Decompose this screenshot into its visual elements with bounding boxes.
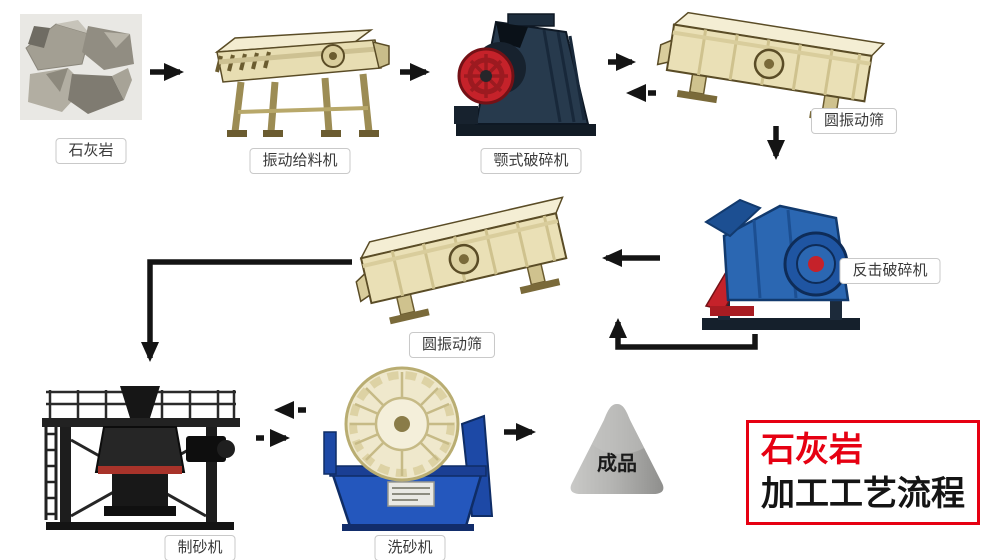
label-screen-mid: 圆振动筛 [408,332,496,358]
label-jaw-crusher: 颚式破碎机 [480,148,582,174]
product-label: 成品 [597,453,637,476]
circular-vibrating-screen-mid [343,183,586,336]
circular-vibrating-screen-top-image [656,11,886,125]
label-sand-washer: 洗砂机 [374,535,446,560]
label-limestone: 石灰岩 [55,138,127,164]
sand-making-machine-image [42,386,240,530]
title-process: 加工工艺流程 [761,474,965,513]
vibrating-feeder [205,16,395,144]
diagram-title-block: 石灰岩 加工工艺流程 [746,420,980,526]
vibrating-feeder-image [214,29,390,137]
sand-washing-machine-image [323,366,494,531]
label-vibrating-feeder: 振动给料机 [249,148,351,174]
label-screen-top: 圆振动筛 [810,108,898,134]
label-sand-maker: 制砂机 [164,535,236,560]
limestone-rocks-image [20,14,142,120]
impact-crusher [688,178,873,336]
circular-vibrating-screen-top [650,0,889,134]
circular-vibrating-screen-mid-image [355,196,568,325]
sand-making-machine [38,380,243,532]
arrow-screen-mid-to-sand-maker [141,259,352,362]
title-material: 石灰岩 [761,431,863,469]
limestone-photo [20,14,142,120]
label-impact-crusher: 反击破碎机 [839,258,941,284]
jaw-crusher [448,6,603,142]
jaw-crusher-image [454,13,596,136]
sand-washing-machine [322,366,497,534]
finished-product-pile: 成品 [562,400,672,498]
impact-crusher-image [702,198,860,330]
finished-product-cone-image [570,404,664,494]
